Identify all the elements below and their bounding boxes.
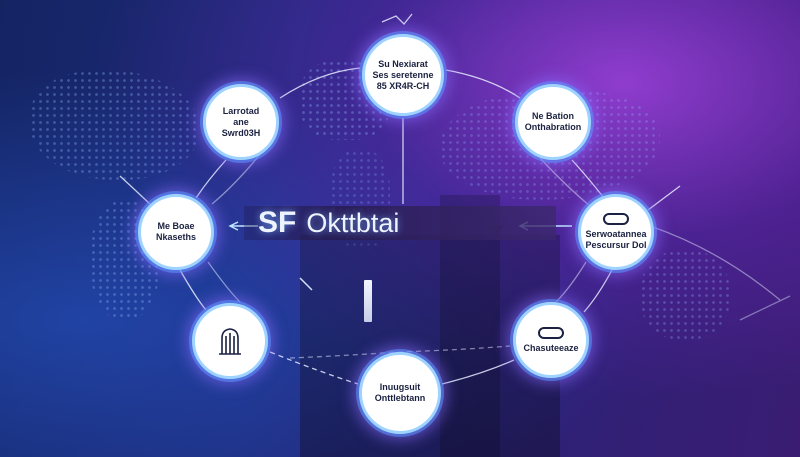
- link-topright-right-inner: [539, 157, 591, 207]
- node-label: Serwoatannea: [585, 229, 647, 239]
- node-label: Inuugsuit: [379, 382, 421, 392]
- link-right-bottomright: [583, 269, 613, 313]
- node-label: ane: [233, 116, 249, 127]
- node-label: Me Boae: [157, 221, 195, 231]
- pill-icon: [538, 326, 564, 339]
- node-label: Pescursur Dol: [585, 240, 647, 250]
- link-left-bottomleft: [179, 269, 207, 311]
- node-label: Onttlebtann: [374, 393, 426, 403]
- link-topright-right: [571, 159, 605, 199]
- center-bar: [364, 280, 372, 322]
- pill-icon: [603, 213, 629, 225]
- link-right-far: [649, 225, 781, 301]
- node-label: Ne Bation: [531, 111, 574, 121]
- node-label: Nkaseths: [155, 232, 197, 242]
- link-far-right-2: [739, 295, 791, 321]
- node-label: Chasuteeaze: [523, 342, 579, 353]
- link-top-arrow: [381, 13, 413, 25]
- diagram-title: SF Okttbtai: [258, 205, 399, 241]
- node-bottom-right: Chasuteeaze: [513, 302, 589, 378]
- node-label: Su Nexiarat: [378, 58, 428, 69]
- link-right-out: [647, 185, 681, 211]
- link-left-bottomleft-inner: [207, 261, 241, 303]
- title-prefix: SF: [258, 206, 297, 239]
- node-label: Larrotad: [222, 105, 260, 116]
- node-label: Swrd03H: [221, 127, 261, 138]
- link-left-out: [119, 175, 151, 205]
- link-top-topright: [445, 69, 521, 99]
- world-map-dots: [640, 250, 730, 340]
- world-map-dots: [30, 70, 200, 180]
- link-right-bottomright-inner: [555, 261, 587, 303]
- link-bottomleft-bottom: [269, 351, 359, 385]
- node-label: 85 XR4R-CH: [376, 80, 430, 91]
- node-label: Onthabration: [524, 122, 582, 132]
- title-main: Okttbtai: [306, 208, 400, 238]
- tower-icon: [219, 328, 241, 355]
- node-right: Serwoatannea Pescursur Dol: [578, 194, 654, 270]
- node-bottom: Inuugsuit Onttlebtann: [359, 352, 441, 434]
- node-bottom-left: [192, 303, 268, 379]
- link-topleft-left: [195, 159, 227, 199]
- link-topleft-top: [279, 67, 361, 99]
- title-band: [244, 206, 556, 240]
- node-top: Su Nexiarat Ses seretenne 85 XR4R-CH: [362, 34, 444, 116]
- node-top-right: Ne Bation Onthabration: [515, 84, 591, 160]
- node-label: Ses seretenne: [372, 69, 434, 80]
- center-line-left: [299, 277, 313, 291]
- node-top-left: Larrotad ane Swrd03H: [203, 84, 279, 160]
- link-topleft-left-inner: [211, 151, 263, 205]
- node-left: Me Boae Nkaseths: [138, 194, 214, 270]
- link-bottom-bottomright: [441, 359, 515, 385]
